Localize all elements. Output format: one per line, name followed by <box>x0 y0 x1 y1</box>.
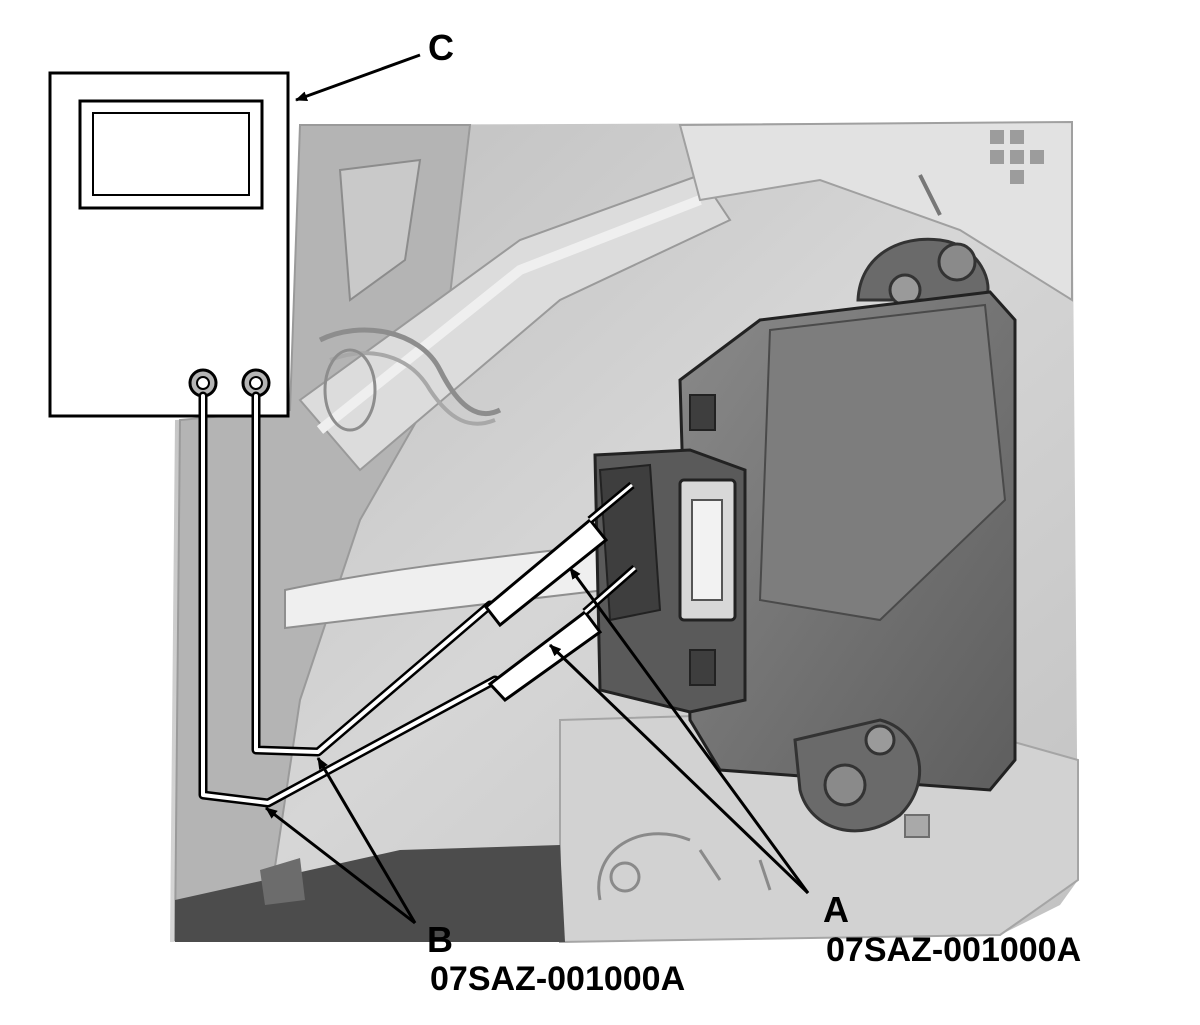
control-module <box>593 237 1017 833</box>
callout-a-part-number: 07SAZ-001000A <box>826 931 1082 969</box>
test-leads <box>198 391 500 808</box>
callout-c-label: C <box>428 27 454 68</box>
clip-grid <box>990 130 1044 184</box>
leader-arrows <box>265 53 810 925</box>
callout-b-label: B <box>427 919 453 960</box>
callout-b-part-number: 07SAZ-001000A <box>430 960 686 998</box>
callout-a-label: A <box>823 889 849 930</box>
multimeter <box>48 71 290 418</box>
backprobe-adapters <box>483 481 638 702</box>
